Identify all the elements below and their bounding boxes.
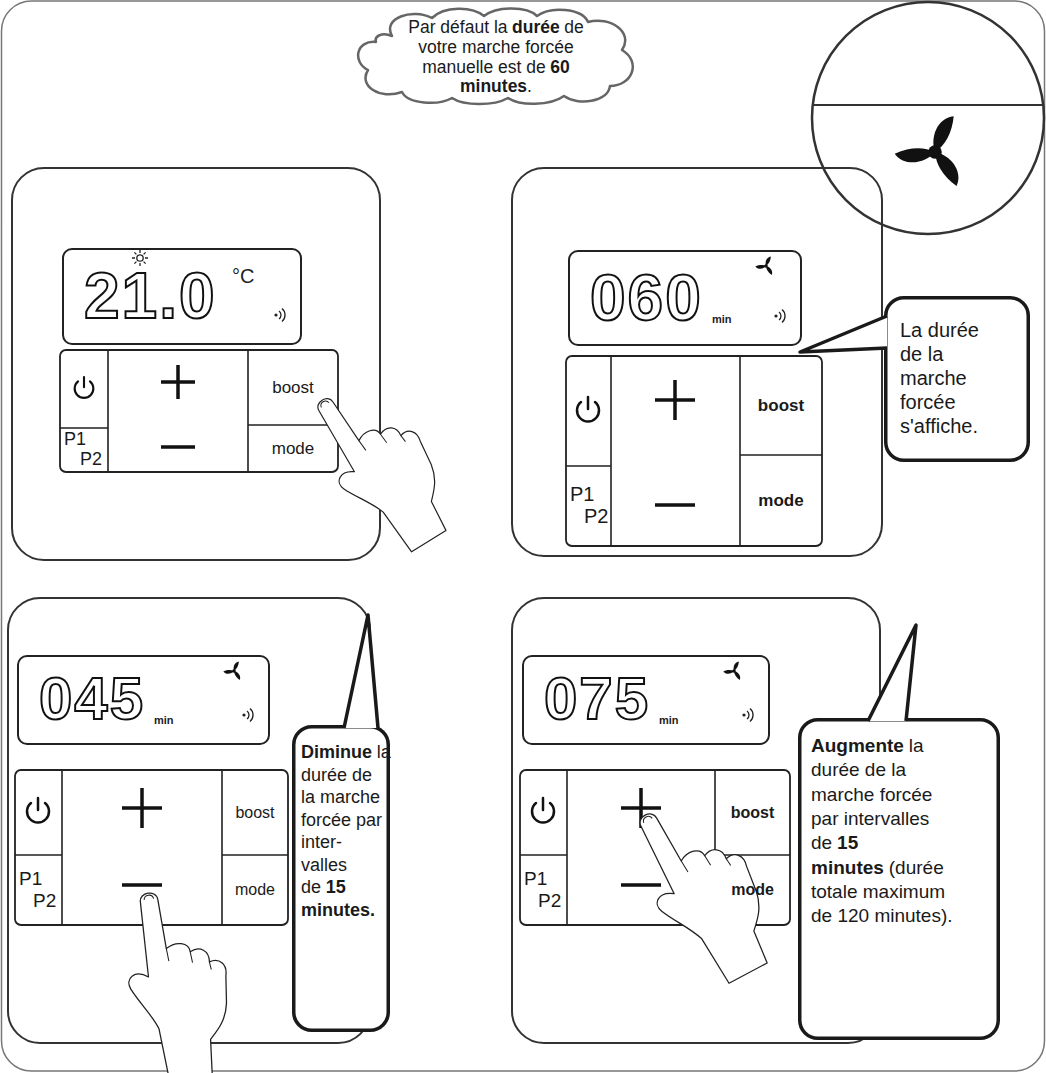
keypad-grid xyxy=(566,356,822,546)
text-flow: Diminuela durée de la marche forcée par … xyxy=(301,741,383,921)
bubble-outline xyxy=(886,298,1029,461)
signal-icon xyxy=(274,309,285,322)
note-text: Diminue xyxy=(301,742,372,762)
lcd-display: 21.0 °C xyxy=(62,248,302,345)
key-label: boost xyxy=(272,378,314,398)
signal-icon xyxy=(742,709,753,722)
bubble-pointer xyxy=(344,615,378,728)
mode-key: mode xyxy=(248,425,338,472)
program-key: P1P2 xyxy=(566,466,611,546)
program-label: P1 xyxy=(570,484,594,504)
program-key: P1P2 xyxy=(520,855,567,925)
callout-bubble: La durée de la marche forcée s'affiche. xyxy=(884,296,1030,462)
display-unit: min xyxy=(712,314,732,325)
note-text: la durée de la marche forcée par inter- … xyxy=(301,742,391,897)
key-label: mode xyxy=(731,881,774,899)
pointing-hand xyxy=(117,884,240,1073)
display-digits: 21.0 xyxy=(84,264,217,328)
lcd-display: 060 min xyxy=(568,250,802,346)
plus-minus-keys xyxy=(161,365,195,447)
key-label: boost xyxy=(235,804,274,822)
key-label: mode xyxy=(758,491,803,511)
lcd-display: 045 min xyxy=(17,655,270,745)
key-label: boost xyxy=(758,396,804,416)
display-unit: min xyxy=(154,715,174,726)
boost-key: boost xyxy=(740,356,822,455)
boost-key: boost xyxy=(715,770,790,855)
program-label: P1 xyxy=(19,869,42,888)
mode-key: mode xyxy=(715,855,790,925)
plus-minus-keys xyxy=(122,788,162,885)
program-label: P1 xyxy=(64,430,86,448)
fan-icon xyxy=(723,662,742,680)
keypad-frame xyxy=(60,350,338,472)
signal-icon xyxy=(242,709,253,722)
bubble-pointer xyxy=(800,316,887,352)
power-key xyxy=(27,798,49,822)
power-key xyxy=(75,377,94,398)
program-key: P1P2 xyxy=(60,428,108,472)
magnifier-circle xyxy=(812,2,1044,234)
program-label: P2 xyxy=(33,891,56,910)
note-text: Par défaut la xyxy=(408,17,507,37)
mode-key: mode xyxy=(222,855,288,925)
signal-icon xyxy=(774,310,785,323)
note-text: La durée de la marche forcée s'affiche. xyxy=(900,319,979,437)
magnifier-divider xyxy=(813,104,1043,106)
key-label: mode xyxy=(272,439,315,459)
program-label: P2 xyxy=(80,450,102,468)
key-label: boost xyxy=(731,804,775,822)
note-text: . xyxy=(527,76,532,96)
sun-core xyxy=(137,255,143,261)
bubble-outline xyxy=(800,720,999,1039)
pointing-hand xyxy=(297,367,468,565)
bubble-pointer xyxy=(868,625,916,721)
fan-icon-large xyxy=(895,116,967,186)
display-unit: min xyxy=(659,715,679,726)
note-cloud: Par défaut laduréede votre marche forcée… xyxy=(352,6,640,106)
note-text: durée xyxy=(512,17,560,37)
lcd-display: 075 min xyxy=(522,655,770,745)
keypad-frame xyxy=(566,356,822,546)
keypad-grid xyxy=(60,350,338,472)
boost-key: boost xyxy=(248,350,338,425)
pointing-hand xyxy=(617,784,792,996)
cloud-outline xyxy=(358,9,633,105)
panel-frame xyxy=(12,168,380,560)
power-key xyxy=(532,798,554,822)
display-digits: 075 xyxy=(544,669,650,729)
note-text: Augmente xyxy=(811,735,904,756)
panel-frame xyxy=(512,168,882,556)
fan-icon xyxy=(223,662,242,680)
display-unit: °C xyxy=(232,266,254,286)
text-flow: La durée de la marche forcée s'affiche. xyxy=(900,318,1000,438)
key-label: mode xyxy=(235,881,275,899)
callout-bubble: Augmentela durée de la marche forcée par… xyxy=(798,718,1000,1040)
program-label: P2 xyxy=(584,506,608,526)
display-digits: 060 xyxy=(590,266,703,330)
program-key: P1P2 xyxy=(15,855,62,925)
program-label: P1 xyxy=(524,869,547,888)
boost-key: boost xyxy=(222,770,288,855)
fan-icon xyxy=(755,257,774,275)
text-flow: Augmentela durée de la marche forcée par… xyxy=(811,734,961,929)
text-flow: Par défaut laduréede votre marche forcée… xyxy=(392,18,600,97)
mode-key: mode xyxy=(740,455,822,546)
program-label: P2 xyxy=(538,891,561,910)
display-digits: 045 xyxy=(39,669,145,729)
callout-bubble: Diminuela durée de la marche forcée par … xyxy=(292,725,390,1032)
plus-minus-keys xyxy=(655,380,695,505)
power-key xyxy=(577,397,599,421)
